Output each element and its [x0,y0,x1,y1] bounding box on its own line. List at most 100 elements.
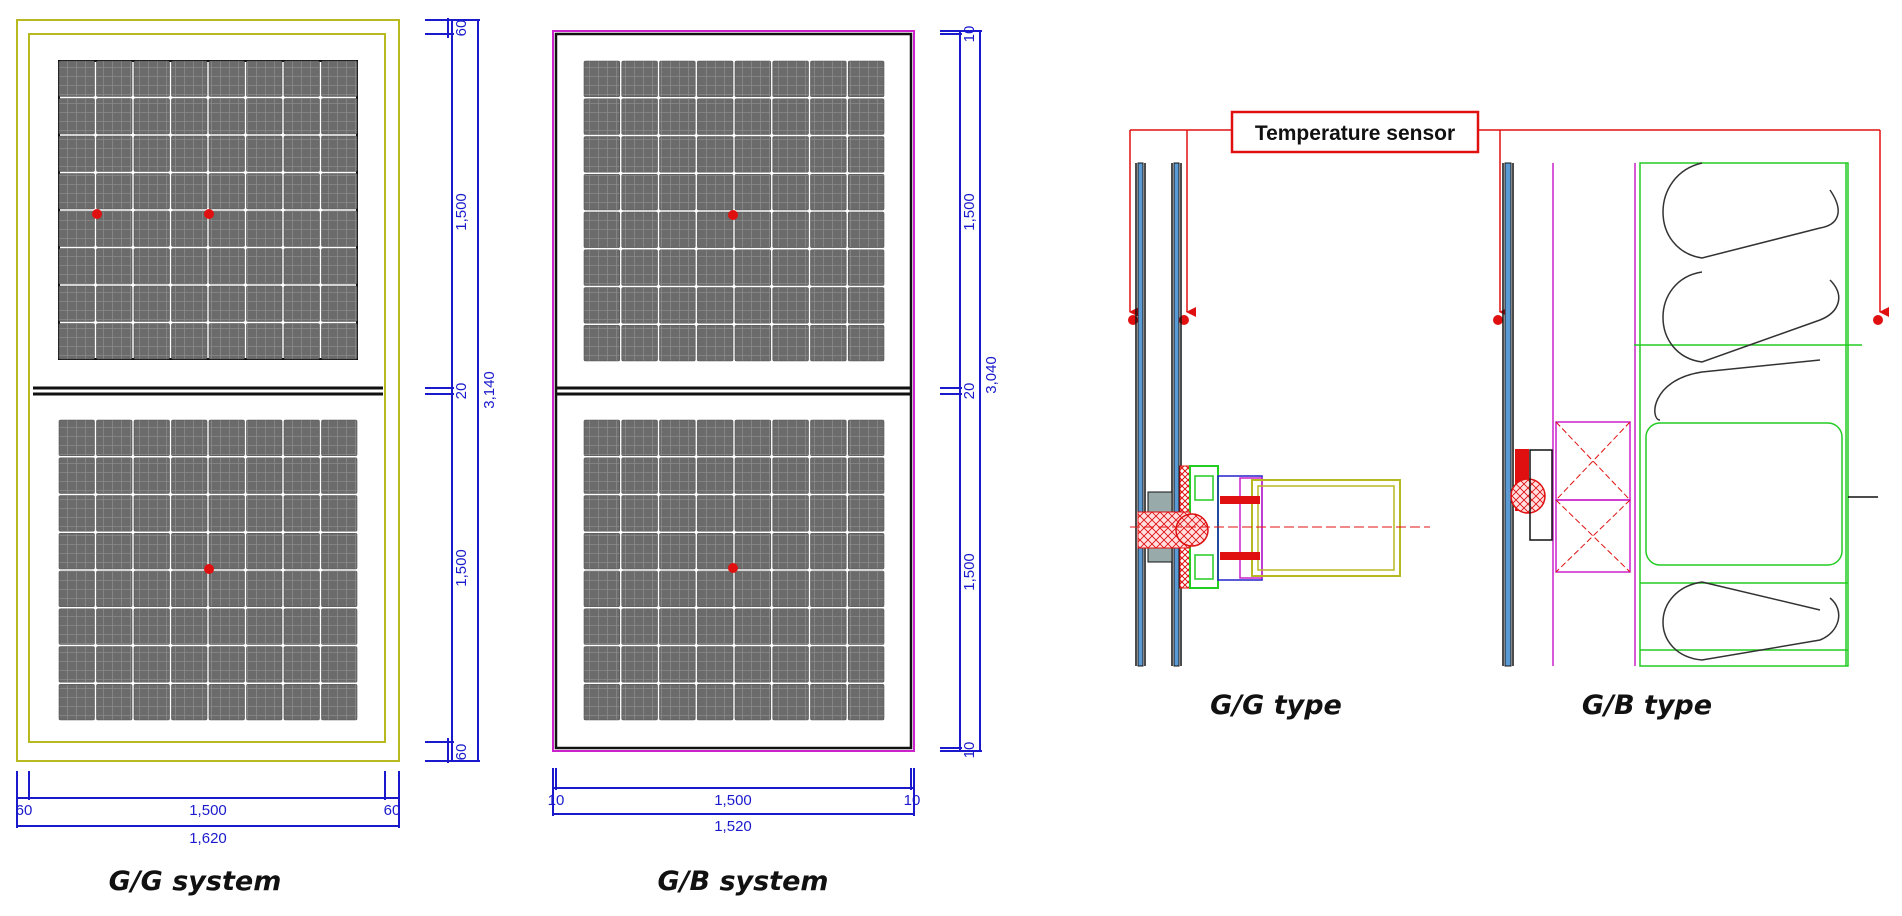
solar-cell [734,419,772,457]
solar-cell [847,287,885,324]
solar-cell [621,683,658,721]
solar-cell [96,285,133,322]
solar-cell [696,457,734,494]
solar-cell [810,419,847,457]
solar-cell [847,211,885,249]
solar-cell [847,532,885,570]
solar-cell [171,646,208,683]
gg-horizontal-dimension [16,771,400,828]
solar-cell [246,683,283,721]
solar-cell [696,98,734,135]
solar-cell [772,646,809,683]
solar-cell [246,248,283,285]
solar-cell [659,249,696,286]
solar-cell [133,285,170,322]
solar-cell [659,211,696,249]
solar-cell [734,287,772,324]
solar-cell [171,60,208,97]
solar-cell [208,173,245,210]
solar-cell [208,419,245,457]
sensor-point [728,210,738,220]
solar-cell [772,173,809,211]
solar-cell [283,419,320,457]
solar-cell [696,570,734,608]
solar-cell [659,173,696,211]
solar-cell [583,646,621,683]
solar-cell [621,211,658,249]
sensor-point [92,209,102,219]
solar-cell [321,210,358,247]
solar-cell [583,249,621,286]
solar-cell [133,419,170,457]
solar-cell [810,457,847,494]
solar-cell [246,457,283,494]
solar-cell [283,135,320,172]
solar-cell [810,324,847,362]
gg-outer-frame [16,19,400,762]
solar-cell [847,249,885,286]
solar-cell [96,532,133,570]
solar-cell [810,495,847,532]
solar-cell [96,419,133,457]
solar-cell [734,570,772,608]
solar-cell [133,495,170,532]
solar-cell [208,135,245,172]
solar-cell [246,419,283,457]
gg-vertical-dimension [425,18,480,763]
solar-cell [96,135,133,172]
solar-cell [246,570,283,608]
solar-cell [659,646,696,683]
solar-cell [171,173,208,210]
solar-cell [659,136,696,173]
solar-cell [246,135,283,172]
solar-cell [133,248,170,285]
solar-cell [283,173,320,210]
solar-cell [696,173,734,211]
gb-frame-inner [554,32,913,750]
solar-cell [321,570,358,608]
solar-cell [58,646,95,683]
solar-cell [810,98,847,135]
solar-cell [810,211,847,249]
solar-cell [734,457,772,494]
solar-cell [696,419,734,457]
solar-cell [321,248,358,285]
solar-cell [583,287,621,324]
solar-cell [696,287,734,324]
solar-cell [621,324,658,362]
solar-cell [621,495,658,532]
solar-cell [659,570,696,608]
solar-cell [659,532,696,570]
solar-cell [772,324,809,362]
dim-gg-v-panel-upper: 1,500 [453,193,470,231]
solar-cell [208,248,245,285]
dim-gg-v-panel-lower: 1,500 [453,549,470,587]
gg-mullion [33,386,383,396]
solar-cell [171,285,208,322]
solar-cell [734,646,772,683]
solar-cell [283,248,320,285]
caption-gg-system: G/G system [109,866,282,897]
solar-cell [734,136,772,173]
solar-cell [734,683,772,721]
solar-cell [283,285,320,322]
dim-gb-v-top: 10 [961,26,978,43]
solar-cell [772,570,809,608]
solar-cell [133,60,170,97]
solar-cell [208,570,245,608]
solar-cell [696,532,734,570]
solar-cell [621,608,658,645]
solar-cell [208,285,245,322]
solar-cell [696,60,734,98]
solar-cell [171,608,208,645]
solar-cell [321,646,358,683]
solar-cell [171,457,208,494]
solar-cell [734,532,772,570]
dim-gg-v-top: 60 [453,20,470,37]
solar-cell [583,324,621,362]
solar-cell [659,683,696,721]
gb-mullion [556,386,911,396]
solar-cell [772,532,809,570]
gb-panel-upper [583,60,885,362]
solar-cell [321,60,358,97]
